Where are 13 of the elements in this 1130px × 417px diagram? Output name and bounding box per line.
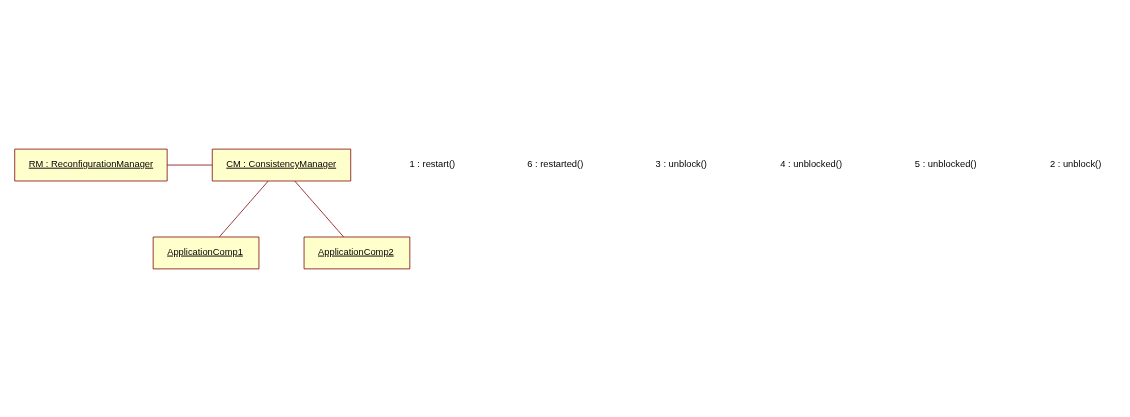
connector [294, 180, 344, 237]
label: 3 : unblock() [655, 158, 707, 169]
label: 5 : unblocked() [914, 158, 977, 169]
label: 6 : restarted() [527, 158, 584, 169]
connector [166, 164, 213, 165]
label: 1 : restart() [409, 158, 456, 169]
label: 4 : unblocked() [780, 158, 843, 169]
connector [219, 180, 269, 237]
node-box: RM : ReconfigurationManager [14, 148, 168, 181]
node-box: ApplicationComp1 [152, 236, 260, 269]
label: 2 : unblock() [1049, 158, 1102, 169]
node-box: ApplicationComp2 [303, 236, 411, 269]
node-box: CM : ConsistencyManager [211, 148, 352, 181]
